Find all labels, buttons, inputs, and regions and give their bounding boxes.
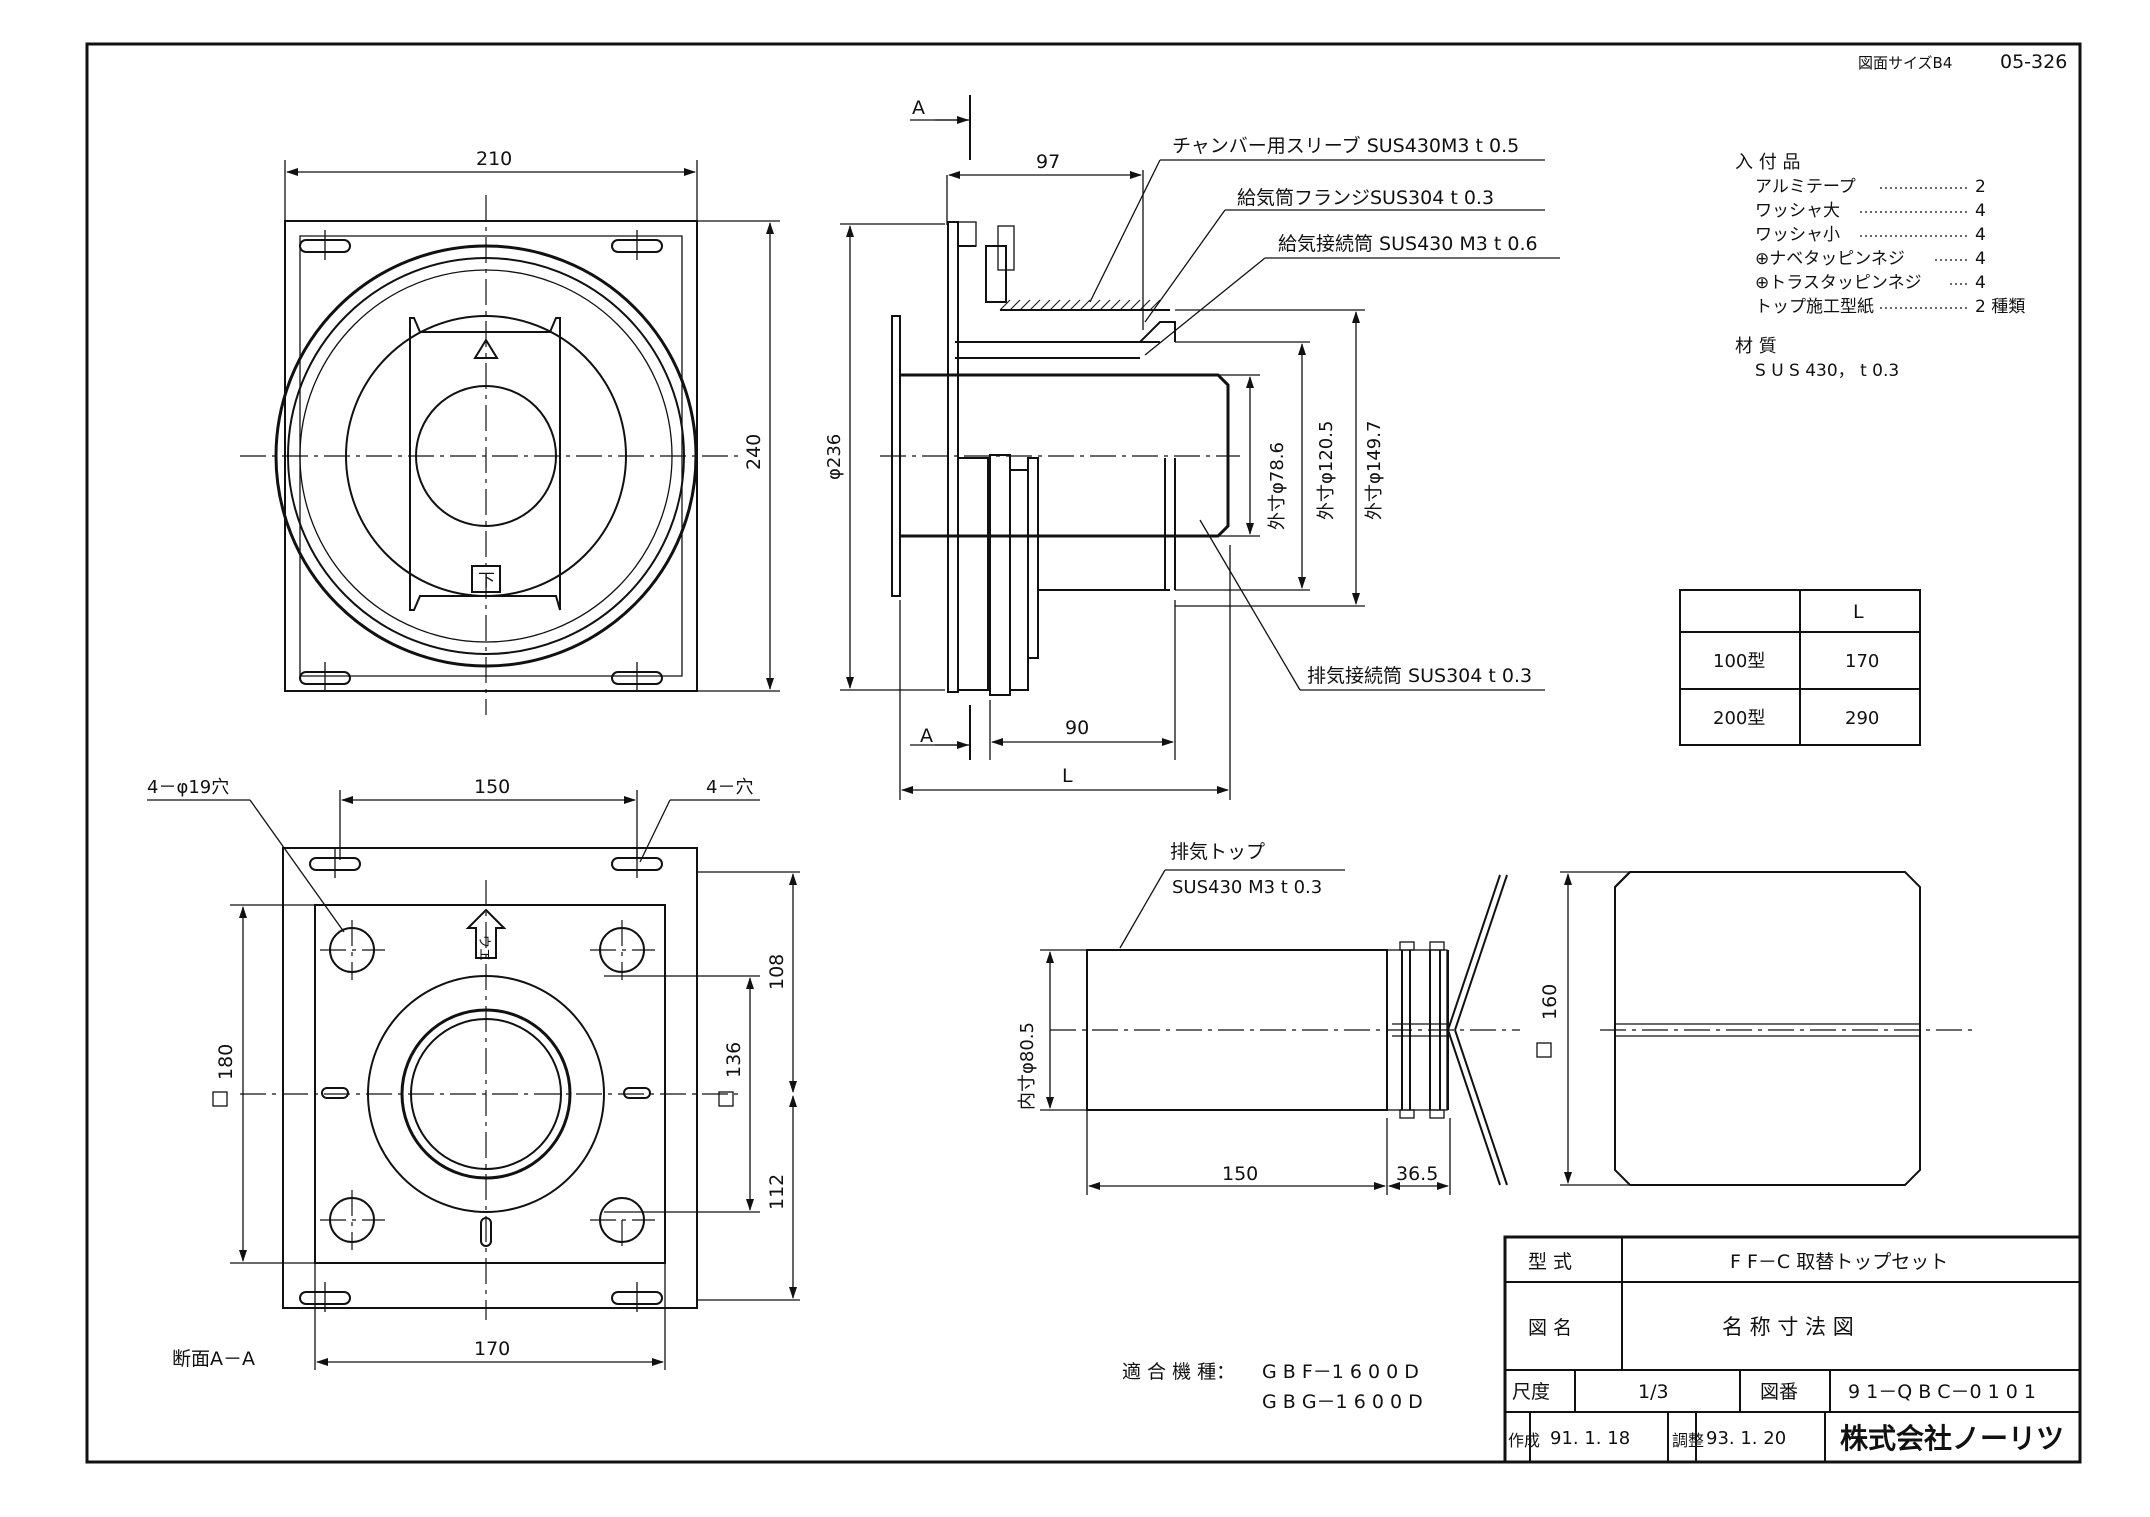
front-view: 下 210 240: [240, 148, 780, 715]
callout-intake-flange: 給気筒フランジSUS304 t 0.3: [1237, 187, 1494, 209]
exhaust-top-label: 排気トップ: [1170, 841, 1265, 863]
material-value: S U S 430， t 0.3: [1755, 361, 1899, 381]
created-label: 作成: [1508, 1431, 1540, 1450]
dim-outer-149-7: 外寸φ149.7: [1364, 421, 1385, 520]
section-dim-180: 180: [215, 1044, 237, 1080]
front-mark-bottom: 下: [478, 571, 495, 591]
callout-intake-connector: 給気接続筒 SUS430 M3 t 0.6: [1278, 233, 1538, 255]
exhaust-dim-150: 150: [1222, 1163, 1258, 1185]
compatible-models: 適 合 機 種： G B F－1 6 0 0 D G B G－1 6 0 0 D: [1122, 1361, 1423, 1413]
section-mark-up: ウエ: [476, 935, 491, 961]
section-dim-170: 170: [474, 1338, 510, 1360]
table-header: L: [1853, 601, 1864, 623]
compatible-model: G B F－1 6 0 0 D: [1262, 1361, 1419, 1383]
table-row-model: 100型: [1713, 651, 1765, 672]
compatible-label: 適 合 機 種：: [1122, 1361, 1235, 1383]
exhaust-dim-inner: 内寸φ80.5: [1017, 1022, 1038, 1110]
company-name: 株式会社ノーリツ: [1840, 1422, 2064, 1455]
exhaust-dim-36-5: 36.5: [1396, 1163, 1438, 1185]
section-view: ウエ 4－φ19穴 4－穴 150 180 136 108 112 170: [147, 776, 800, 1370]
length-table: L 100型 170 200型 290: [1679, 589, 1921, 746]
sheet-size-label: 図面サイズB4: [1858, 54, 1952, 72]
side-dim-90: 90: [1065, 717, 1089, 739]
table-row-value: 290: [1845, 708, 1879, 729]
revised-label: 調整: [1672, 1431, 1704, 1450]
front-dim-height: 240: [743, 434, 765, 470]
drawing-no-label: 図番: [1760, 1381, 1798, 1403]
section-marker-top: A: [912, 97, 925, 119]
drawing-code: 05-326: [2000, 51, 2067, 73]
side-view: A A 97 φ236: [824, 95, 1560, 800]
table-row-model: 200型: [1713, 708, 1765, 729]
side-dim-phi236: φ236: [824, 434, 845, 480]
table-row-value: 170: [1845, 651, 1879, 672]
accessory-item-name: ⊕ナベタッピンネジ: [1755, 249, 1905, 269]
callout-exhaust-connector: 排気接続筒 SUS304 t 0.3: [1307, 665, 1532, 687]
material-label: 材 質: [1735, 336, 1777, 357]
holes-label: 4－φ19穴: [147, 777, 229, 798]
section-dim-108: 108: [766, 954, 788, 990]
scale-label: 尺度: [1512, 1381, 1550, 1403]
section-caption: 断面A－A: [172, 1348, 255, 1370]
section-dim-112: 112: [766, 1174, 788, 1210]
accessory-item-name: トップ施工型紙: [1755, 297, 1874, 317]
title-block: 型 式 F F－C 取替トップセット 図 名 名 称 寸 法 図 尺度 1/3 …: [1503, 1235, 2082, 1464]
accessory-item-name: ワッシャ小: [1755, 225, 1840, 245]
accessory-item-name: アルミテープ: [1755, 177, 1856, 197]
drawing-no-value: 9 1－Q B C－0 1 0 1: [1848, 1381, 2036, 1403]
dim-outer-120-5: 外寸φ120.5: [1316, 421, 1337, 520]
section-dim-150: 150: [474, 776, 510, 798]
accessory-item-qty: 4: [1975, 201, 1986, 221]
slots-label: 4－穴: [706, 777, 753, 798]
drawing-border: [85, 42, 2082, 1464]
created-date: 91. 1. 18: [1550, 1428, 1630, 1449]
compatible-model: G B G－1 6 0 0 D: [1262, 1391, 1423, 1413]
exhaust-top-material: SUS430 M3 t 0.3: [1172, 877, 1322, 898]
side-dim-97: 97: [1036, 151, 1060, 173]
accessory-item-qty: 4: [1975, 225, 1986, 245]
revised-date: 93. 1. 20: [1706, 1428, 1786, 1449]
accessory-item-qty: 2: [1975, 177, 1986, 197]
accessory-item-name: ⊕トラスタッピンネジ: [1755, 273, 1922, 293]
type-value: F F－C 取替トップセット: [1730, 1251, 1948, 1273]
type-label: 型 式: [1528, 1251, 1572, 1273]
front-dim-width: 210: [476, 148, 512, 170]
accessory-item-qty: 4: [1975, 249, 1986, 269]
section-marker-bottom: A: [920, 725, 933, 747]
accessories-title: 入 付 品: [1735, 152, 1800, 173]
exhaust-top-view: 排気トップ SUS430 M3 t 0.3 内寸φ80.5 150 36.5 1…: [1017, 841, 1975, 1195]
accessories-list: 入 付 品 アルミテープ 2 ワッシャ大 4 ワッシャ小 4 ⊕ナベタッピンネジ…: [1735, 152, 2025, 381]
exhaust-dim-160: 160: [1539, 984, 1561, 1020]
section-dim-136: 136: [723, 1042, 745, 1078]
drawing-name-label: 図 名: [1528, 1317, 1572, 1339]
callout-chamber-sleeve: チャンバー用スリーブ SUS430M3 t 0.5: [1172, 134, 1519, 157]
drawing-name-value: 名 称 寸 法 図: [1722, 1315, 1854, 1339]
accessory-item-name: ワッシャ大: [1755, 201, 1840, 221]
scale-value: 1/3: [1638, 1381, 1669, 1403]
dim-outer-78-6: 外寸φ78.6: [1267, 442, 1288, 530]
accessory-item-qty: 4: [1975, 273, 1986, 293]
side-dim-L: L: [1062, 765, 1073, 787]
accessory-item-qty: 2 種類: [1975, 297, 2025, 317]
